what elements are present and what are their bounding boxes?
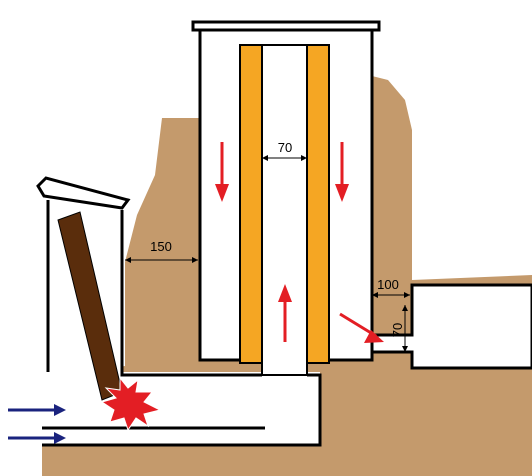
insulation-right [306,44,330,364]
feed-box-lid [36,176,131,210]
dimension-100: 100 [372,277,410,298]
dimension-150: 150 [125,239,198,263]
flow-arrow-outlet [339,312,384,343]
dimension-label-150: 150 [150,239,172,254]
flow-arrow-down-left [215,142,229,202]
air-inlet-arrow-bottom [8,432,66,444]
fire-icon [100,376,162,432]
dimension-label-70-outlet: 70 [390,323,405,337]
flow-arrow-up [278,284,292,342]
insulation-left [239,44,263,364]
dimension-70-outlet: 70 [390,305,408,352]
flue-outlet [370,283,532,370]
dimension-label-70-channel: 70 [278,140,292,155]
dimension-70-channel: 70 [262,140,307,161]
dimension-label-100: 100 [377,277,399,292]
barrel-lid [191,20,381,32]
air-inlet-arrow-top [8,404,66,416]
flow-arrow-down-right [335,142,349,202]
